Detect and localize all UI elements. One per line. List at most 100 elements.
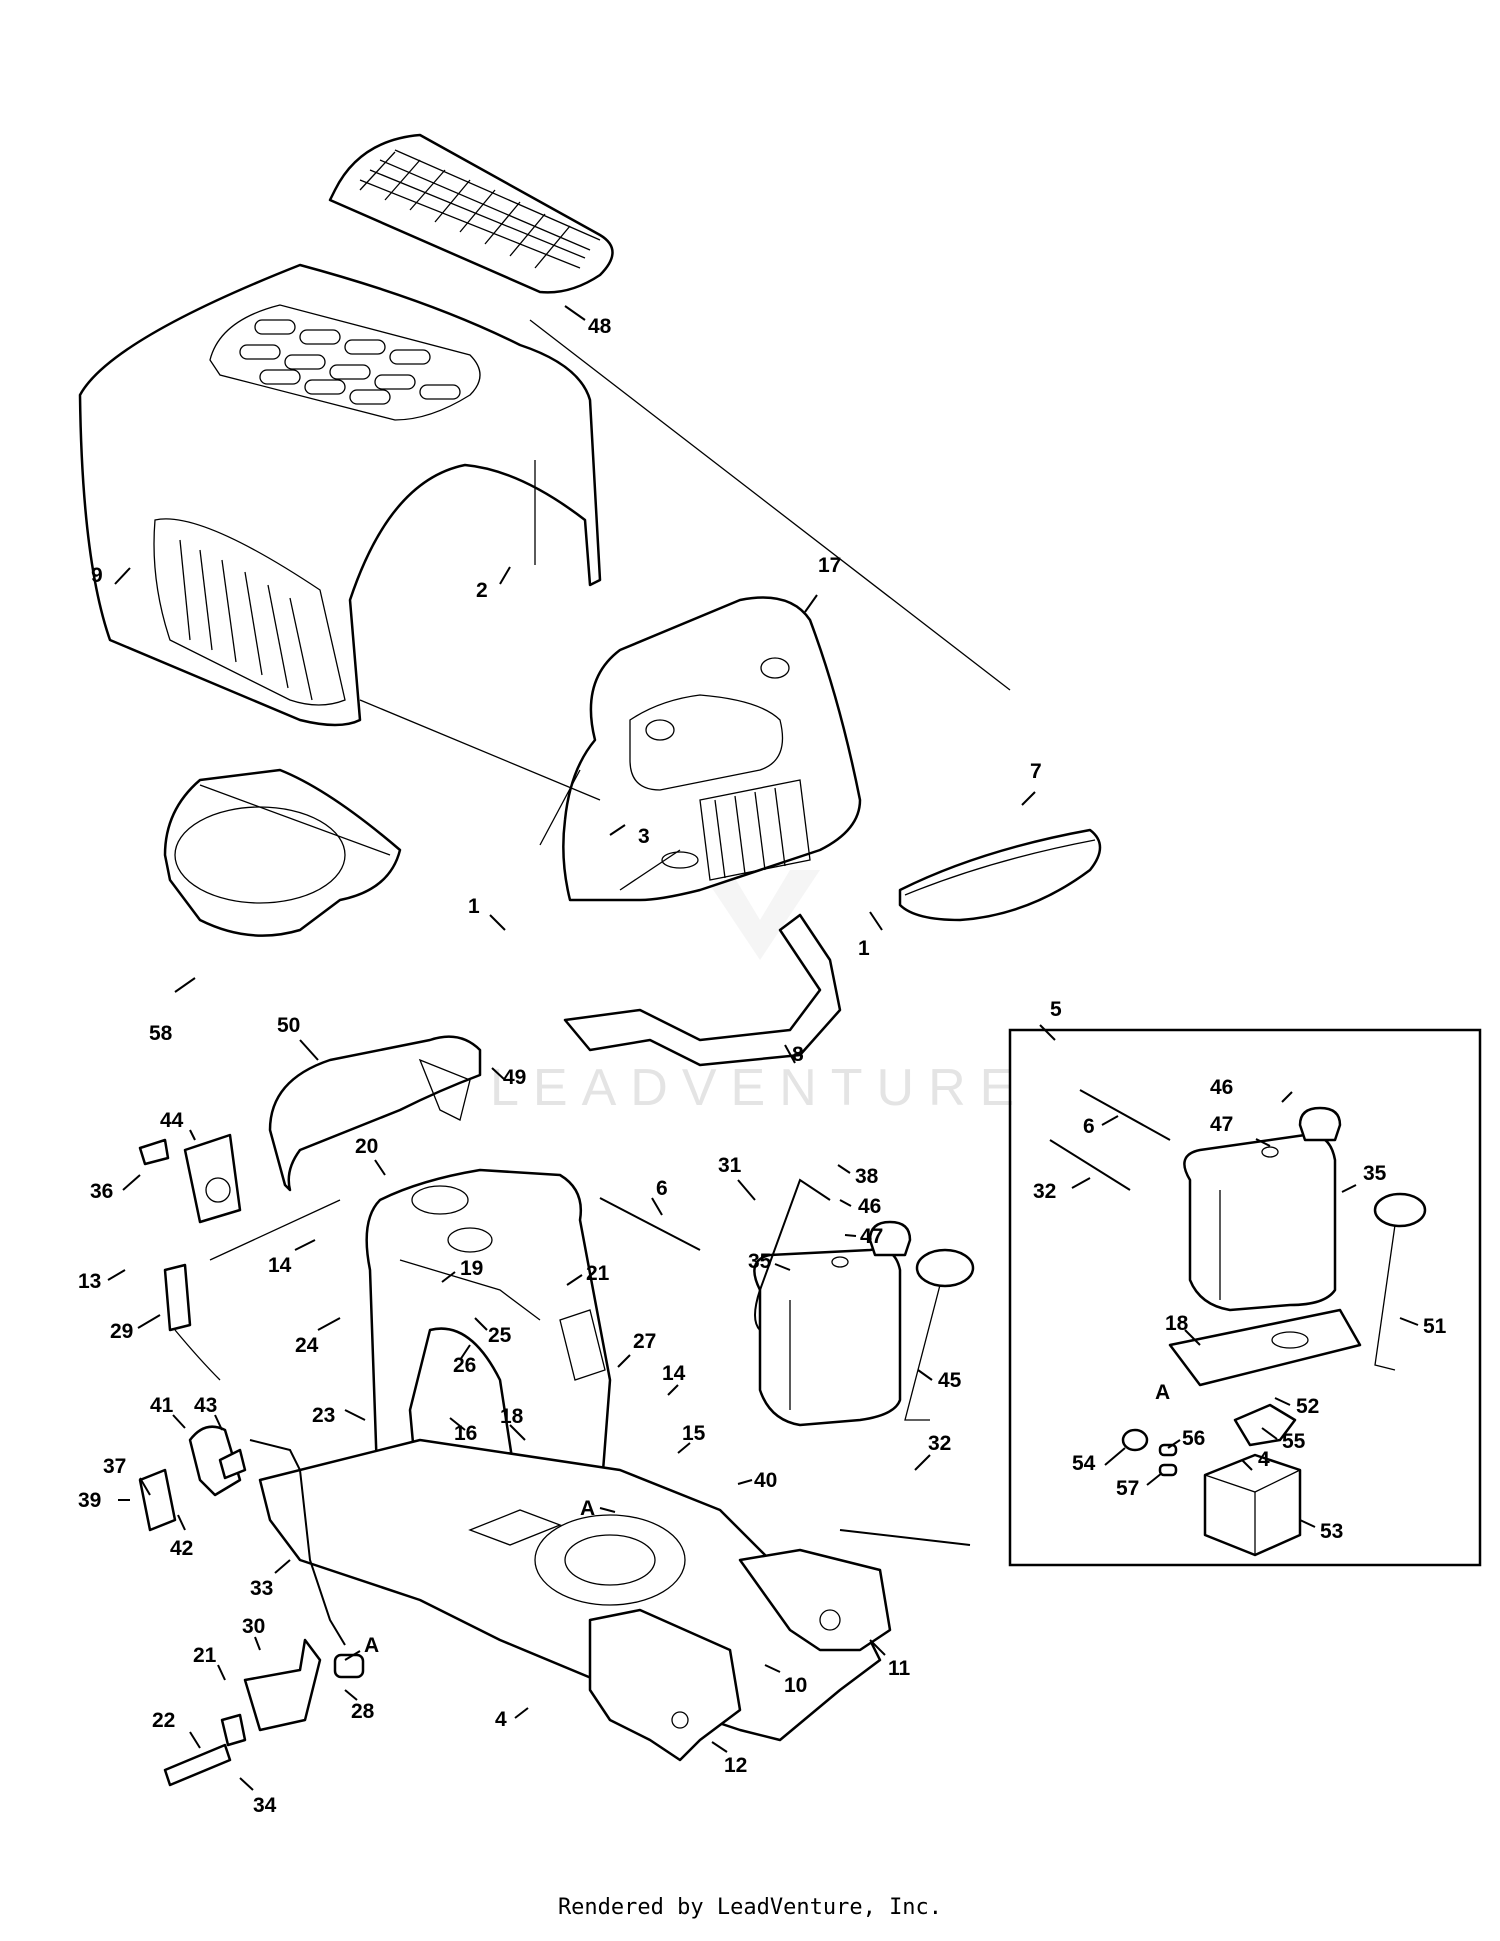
label-46: 46 [858, 1195, 881, 1218]
fuel-line-part [754, 1178, 831, 1331]
label-6: 6 [656, 1177, 668, 1200]
grille-part [562, 596, 862, 902]
inset-label-57: 57 [1116, 1477, 1139, 1500]
label-12: 12 [724, 1754, 747, 1777]
label-35: 35 [748, 1250, 772, 1273]
watermark-text: LEADVENTURE [490, 1059, 1028, 1117]
label-44: 44 [160, 1109, 184, 1132]
label-58: 58 [149, 1022, 173, 1045]
label-8: 8 [792, 1043, 804, 1066]
fuel-tank-part [753, 1220, 912, 1427]
label-34: 34 [253, 1794, 277, 1817]
label-17: 17 [818, 554, 841, 577]
label-9: 9 [91, 564, 103, 587]
label-20: 20 [355, 1135, 378, 1158]
label-40: 40 [754, 1469, 777, 1492]
alignment-lines [209, 319, 1011, 1261]
label-4: 4 [495, 1708, 507, 1731]
inset-tank-tray-part [1168, 1308, 1362, 1387]
label-31: 31 [718, 1154, 742, 1177]
label-21: 21 [586, 1262, 610, 1285]
label-49: 49 [503, 1066, 526, 1089]
label-32: 32 [928, 1432, 951, 1455]
label-21b: 21 [193, 1644, 217, 1667]
label-43: 43 [194, 1394, 217, 1417]
inset-cable-tie-part [1079, 1089, 1171, 1141]
inset-label-18: 18 [1165, 1312, 1189, 1335]
label-27: 27 [633, 1330, 656, 1353]
inset-label-52: 52 [1296, 1395, 1319, 1418]
leader-lines [107, 305, 1419, 1791]
label-37: 37 [103, 1455, 126, 1478]
inset-label-4: 4 [1258, 1448, 1270, 1471]
inset-cable-tie-part-2 [1049, 1139, 1131, 1191]
inset-label-35: 35 [1363, 1162, 1387, 1185]
fuel-cap-part [904, 1248, 975, 1421]
label-10: 10 [784, 1674, 807, 1697]
inset-battery-part [1203, 1453, 1302, 1557]
label-41: 41 [150, 1394, 174, 1417]
inset-frame [1008, 1028, 1482, 1567]
watermark-logo [700, 870, 820, 960]
label-48: 48 [588, 315, 612, 338]
inset-solenoid-part [1121, 1403, 1297, 1477]
cable-tie-part-2 [599, 1197, 701, 1251]
hood-insert-part [328, 133, 614, 294]
inset-label-55: 55 [1282, 1430, 1306, 1453]
label-33: 33 [250, 1577, 273, 1600]
shift-lever-part [138, 1425, 346, 1646]
label-29: 29 [110, 1320, 133, 1343]
label-16: 16 [454, 1422, 477, 1445]
label-19: 19 [460, 1257, 483, 1280]
label-26: 26 [453, 1354, 476, 1377]
dash-panel-part [268, 1035, 482, 1192]
label-28: 28 [351, 1700, 375, 1723]
label-36: 36 [90, 1180, 113, 1203]
label-14: 14 [268, 1254, 292, 1277]
hood-part [78, 263, 602, 727]
footer-credit: Rendered by LeadVenture, Inc. [557, 1895, 943, 1920]
label-7: 7 [1030, 760, 1042, 783]
label-18: 18 [500, 1405, 524, 1428]
hood-bracket-part [563, 913, 842, 1067]
inset-fuel-tank-part [1183, 1106, 1342, 1312]
cable-tie-part [839, 1529, 971, 1546]
inset-label-A: A [1155, 1381, 1170, 1404]
label-15: 15 [682, 1422, 706, 1445]
ignition-switch-part [138, 1133, 242, 1224]
axle-bracket-part [588, 1608, 742, 1762]
brake-bracket-part [163, 1638, 365, 1787]
inset-label-46: 46 [1210, 1076, 1233, 1099]
label-1: 1 [468, 895, 480, 918]
inset-fuel-cap-part [1373, 1192, 1427, 1371]
bumper-part [898, 828, 1102, 922]
label-42: 42 [170, 1537, 193, 1560]
label-14b: 14 [662, 1362, 686, 1385]
label-1b: 1 [858, 937, 870, 960]
label-47: 47 [860, 1225, 883, 1248]
inset-label-6: 6 [1083, 1115, 1095, 1138]
label-30: 30 [242, 1615, 265, 1638]
inset-label-54: 54 [1072, 1452, 1096, 1475]
label-5: 5 [1050, 998, 1062, 1021]
front-bracket-part [738, 1548, 892, 1652]
label-24: 24 [295, 1334, 319, 1357]
inset-label-47: 47 [1210, 1113, 1233, 1136]
inset-label-51: 51 [1423, 1315, 1447, 1338]
label-22: 22 [152, 1709, 175, 1732]
inset-label-32: 32 [1033, 1180, 1056, 1203]
label-25: 25 [488, 1324, 512, 1347]
throttle-control-part [163, 1263, 221, 1381]
label-38: 38 [855, 1165, 879, 1188]
inset-label-56: 56 [1182, 1427, 1205, 1450]
label-23: 23 [312, 1404, 335, 1427]
label-39: 39 [78, 1489, 101, 1512]
label-3: 3 [638, 825, 650, 848]
label-2: 2 [476, 579, 488, 602]
label-11: 11 [888, 1657, 911, 1680]
dash-tray-part [163, 768, 402, 937]
part-labels: 48 9 2 17 7 3 1 1 5 58 50 49 8 46 47 6 3… [78, 315, 1447, 1817]
inset-label-53: 53 [1320, 1520, 1343, 1543]
label-A2: A [364, 1634, 379, 1657]
